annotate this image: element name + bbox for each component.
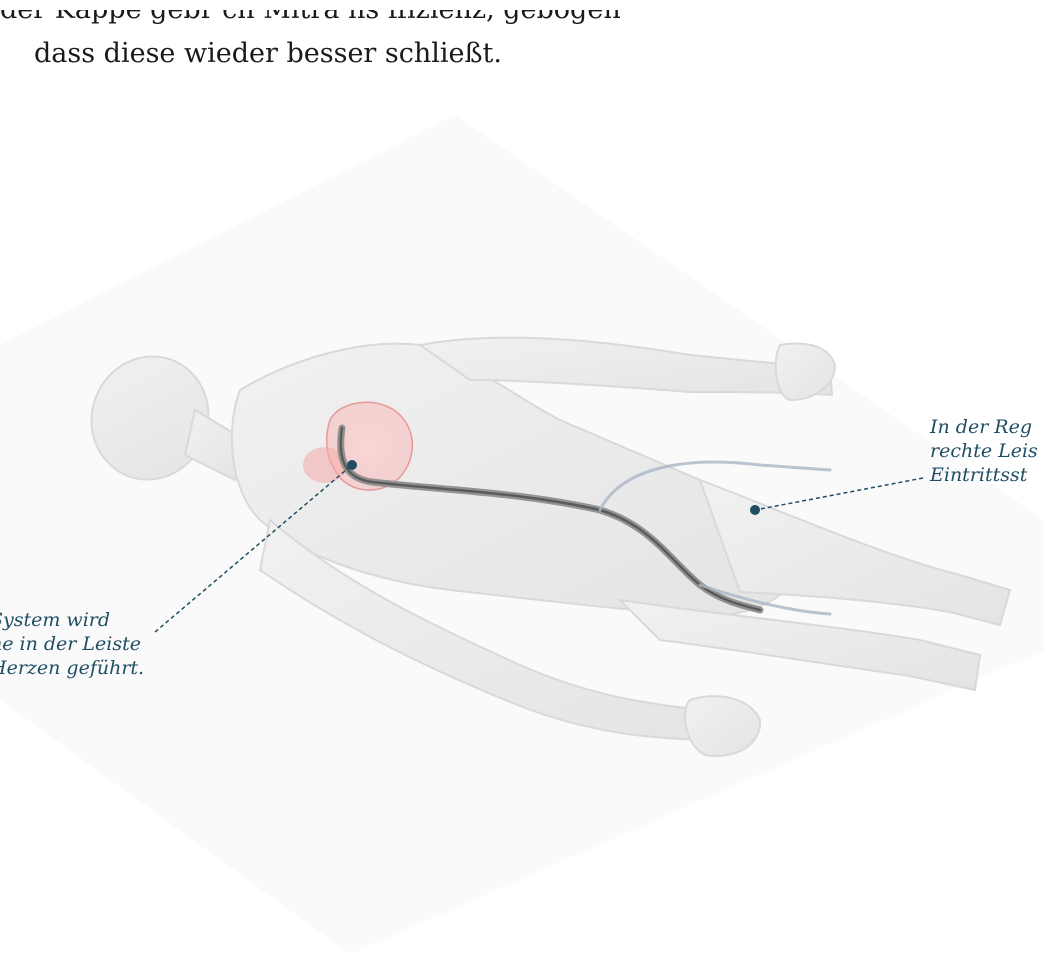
callout-catheter-route: System wird ne in der Leiste Herzen gefü…: [0, 608, 144, 680]
callout-left-line-2: ne in der Leiste: [0, 632, 144, 656]
leader-dot-left: [347, 460, 357, 470]
callout-right-line-1: In der Reg: [930, 415, 1038, 439]
leader-dot-right: [750, 505, 760, 515]
callout-entry-site: In der Reg rechte Leis Eintrittsst: [930, 415, 1038, 487]
callout-right-line-2: rechte Leis: [930, 439, 1038, 463]
callout-left-line-1: System wird: [0, 608, 144, 632]
callout-left-line-3: Herzen geführt.: [0, 656, 144, 680]
callout-right-line-3: Eintrittsst: [930, 463, 1038, 487]
